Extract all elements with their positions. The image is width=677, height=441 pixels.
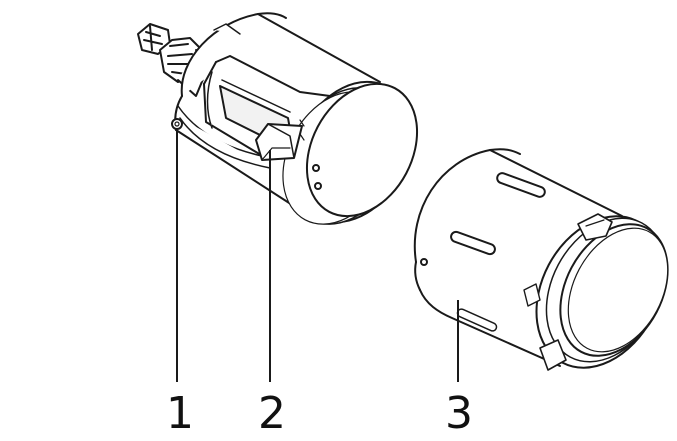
display-module — [255, 123, 303, 161]
main-body-assembly — [137, 12, 419, 225]
leader-lines — [176, 130, 459, 382]
callout-label-3: 3 — [445, 388, 473, 439]
callout-label-1: 1 — [166, 388, 194, 439]
cover-sleeve — [413, 148, 669, 371]
callout-label-2: 2 — [258, 388, 286, 439]
cover-latches — [523, 213, 613, 371]
front-bezel — [282, 80, 419, 225]
cover-slots — [450, 172, 546, 332]
